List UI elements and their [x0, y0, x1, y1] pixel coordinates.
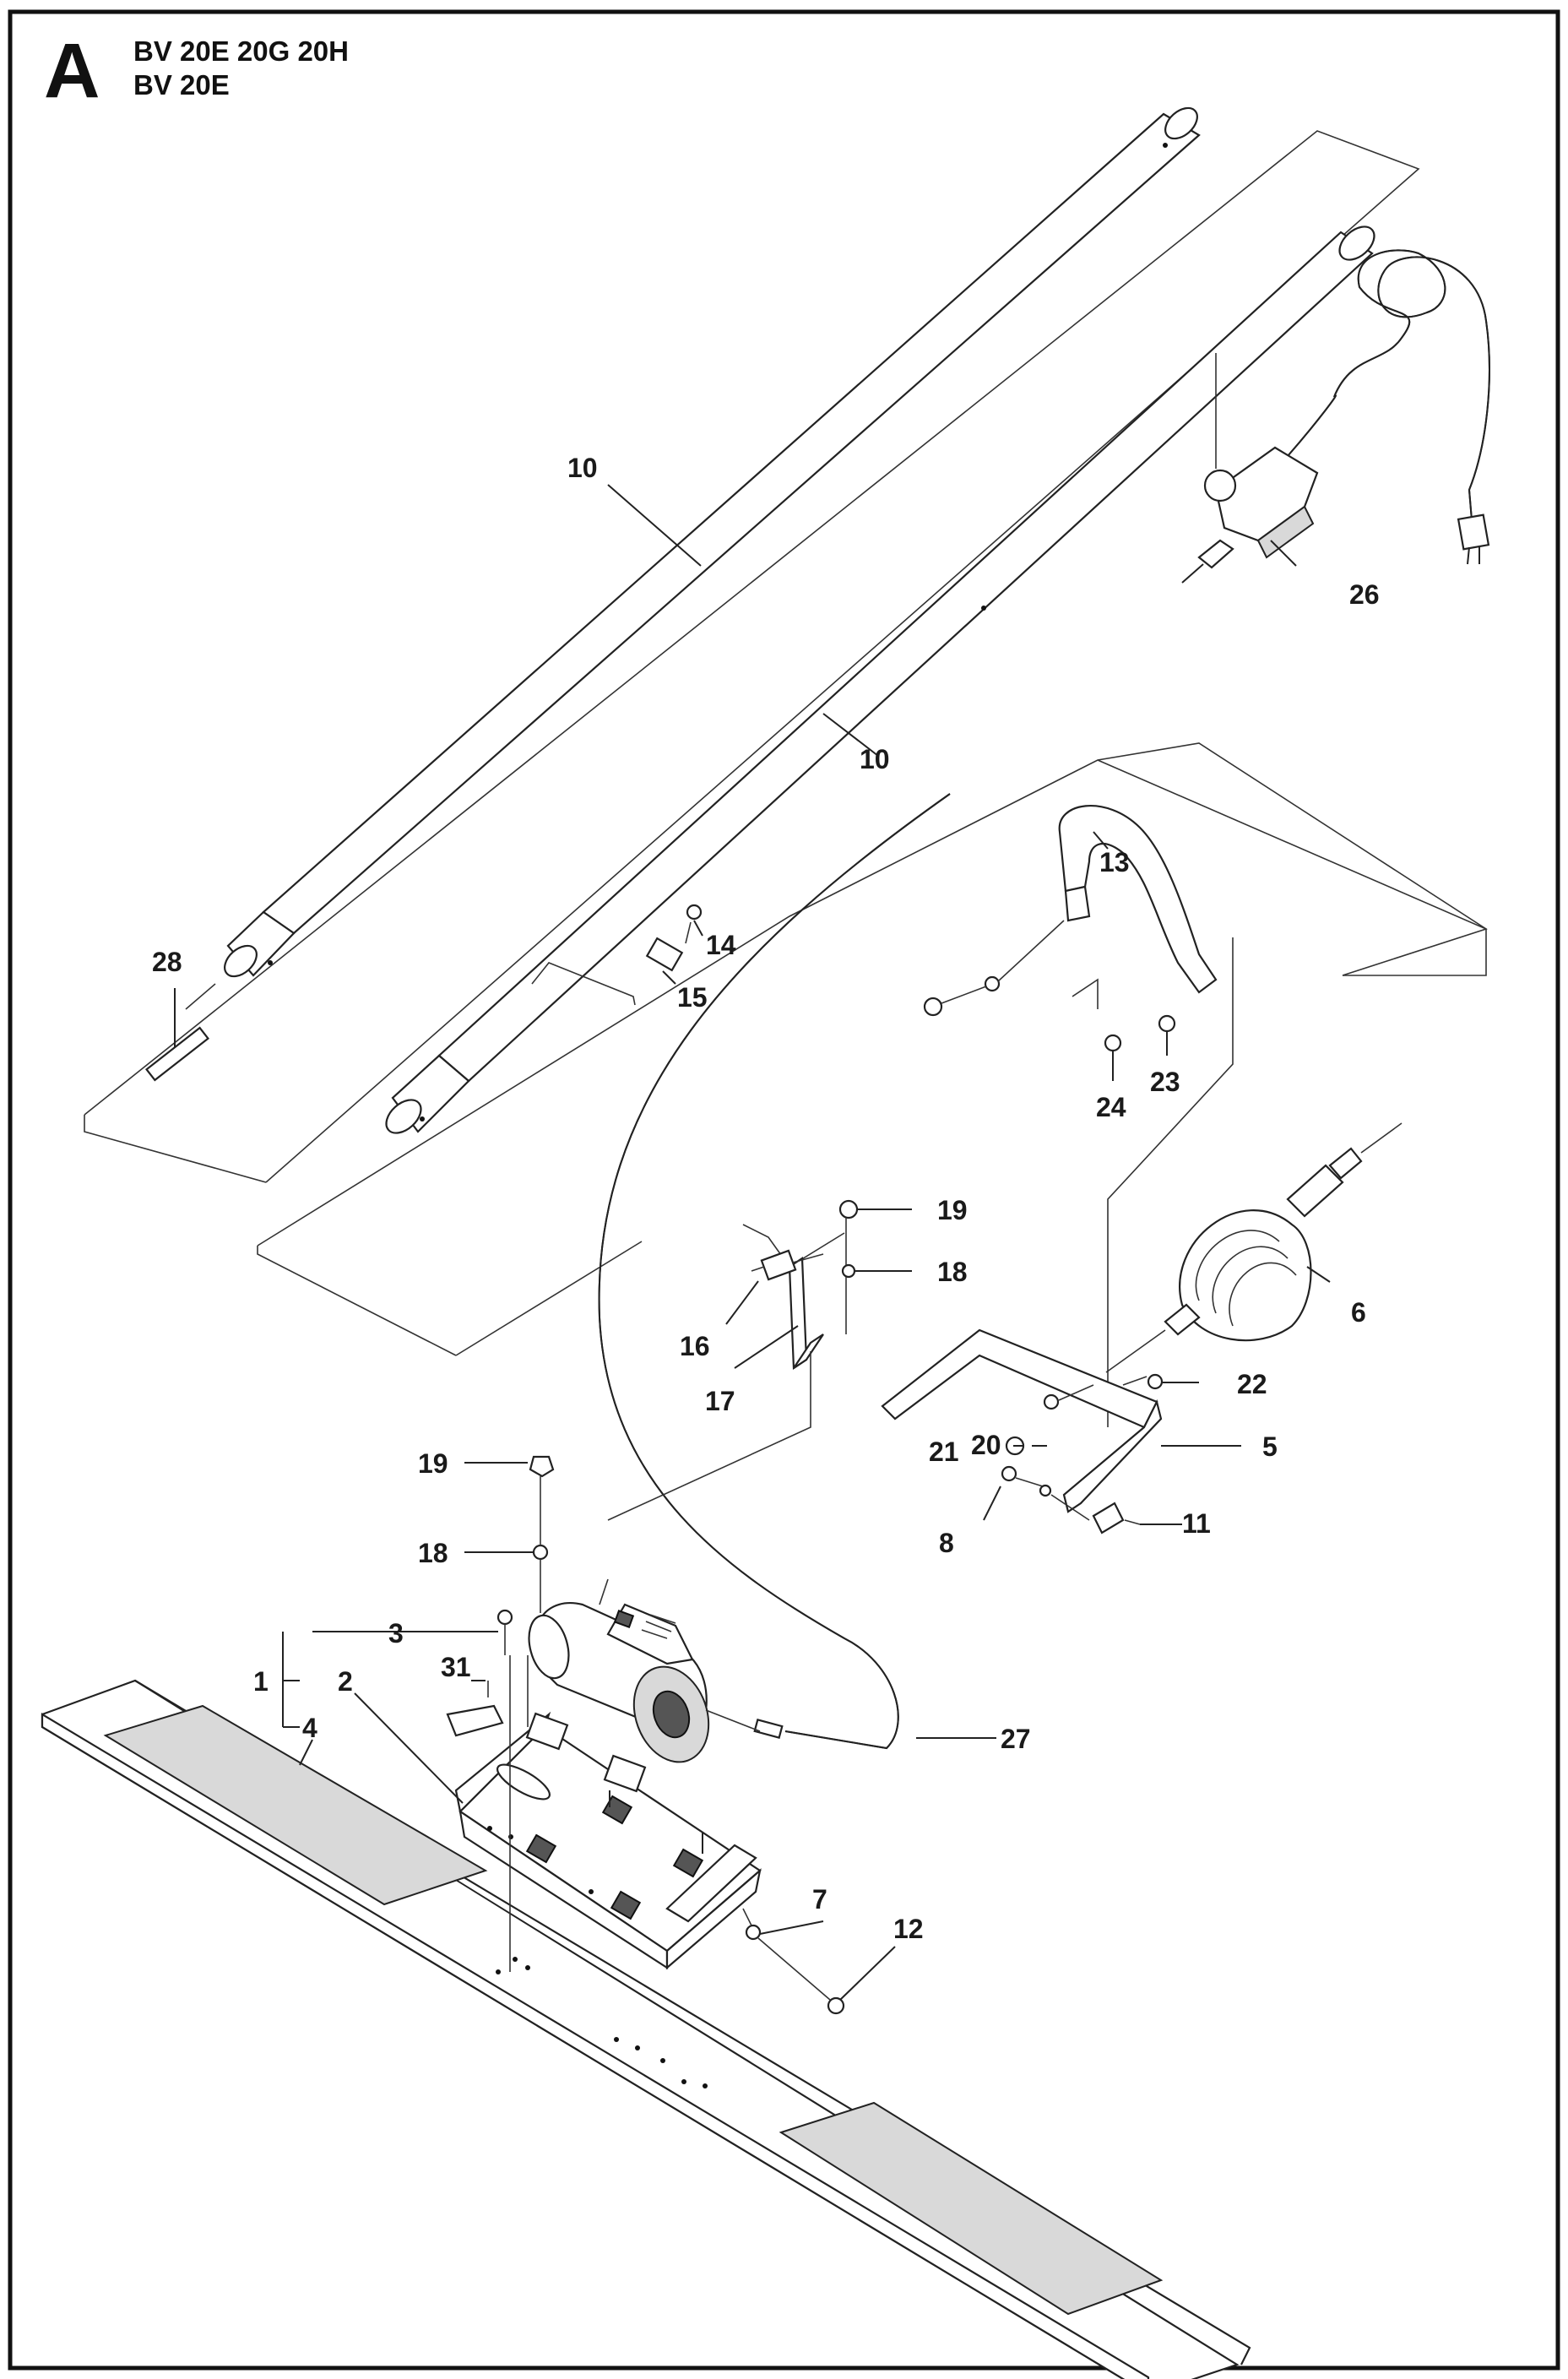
callout-17: 17 — [705, 1386, 735, 1416]
callout-1: 1 — [253, 1666, 269, 1697]
callout-19-upper: 19 — [937, 1195, 968, 1225]
frame-bracket-part — [881, 1328, 1164, 1534]
power-switch-icon — [1181, 249, 1490, 584]
callout-4: 4 — [302, 1713, 317, 1743]
callout-21: 21 — [929, 1437, 959, 1467]
clamp-part — [531, 904, 703, 1006]
handle-pole-icon — [84, 106, 1488, 1356]
callout-3: 3 — [388, 1618, 404, 1648]
handle-bracket-part — [923, 759, 1487, 1427]
callout-24: 24 — [1096, 1092, 1126, 1122]
bracket-17-part — [607, 1199, 859, 1521]
callout-11: 11 — [1182, 1508, 1211, 1539]
callout-20: 20 — [971, 1430, 1001, 1460]
callout-8: 8 — [939, 1528, 954, 1558]
section-letter: A — [44, 28, 100, 114]
model-line-1: BV 20E 20G 20H — [133, 35, 349, 67]
vibration-motor-icon — [525, 1578, 761, 1793]
callout-5: 5 — [1262, 1431, 1278, 1462]
callout-10-upper: 10 — [567, 453, 598, 483]
model-line-2: BV 20E — [133, 69, 230, 100]
callout-23: 23 — [1150, 1067, 1180, 1097]
callout-12: 12 — [893, 1914, 924, 1944]
isolator-part — [1105, 1122, 1403, 1373]
callout-28: 28 — [152, 947, 182, 977]
callout-22: 22 — [1237, 1369, 1267, 1399]
callout-18-upper: 18 — [937, 1257, 968, 1287]
callout-7: 7 — [812, 1884, 827, 1915]
callout-14: 14 — [706, 930, 736, 960]
callout-15: 15 — [677, 982, 708, 1013]
diagram-frame — [8, 9, 1560, 2371]
callout-10-lower: 10 — [860, 744, 890, 774]
mounting-plate-part — [454, 1711, 762, 1970]
callout-labels: 10 10 26 13 14 15 28 23 24 19 18 16 17 6… — [152, 453, 1380, 1944]
callout-13: 13 — [1099, 847, 1130, 877]
callout-27: 27 — [1001, 1724, 1031, 1754]
callout-18-lower: 18 — [418, 1538, 448, 1568]
callout-31: 31 — [441, 1652, 471, 1682]
fastener-stack — [446, 1455, 845, 2015]
screed-board-icon — [41, 1679, 1251, 2379]
clip-pin-part — [145, 988, 209, 1082]
callout-26: 26 — [1349, 579, 1380, 610]
callout-6: 6 — [1351, 1297, 1366, 1328]
callout-leaders — [282, 484, 1331, 2001]
callout-16: 16 — [680, 1331, 710, 1361]
callout-2: 2 — [338, 1666, 353, 1697]
flex-cable-icon — [598, 793, 951, 1750]
callout-19-lower: 19 — [418, 1448, 448, 1479]
